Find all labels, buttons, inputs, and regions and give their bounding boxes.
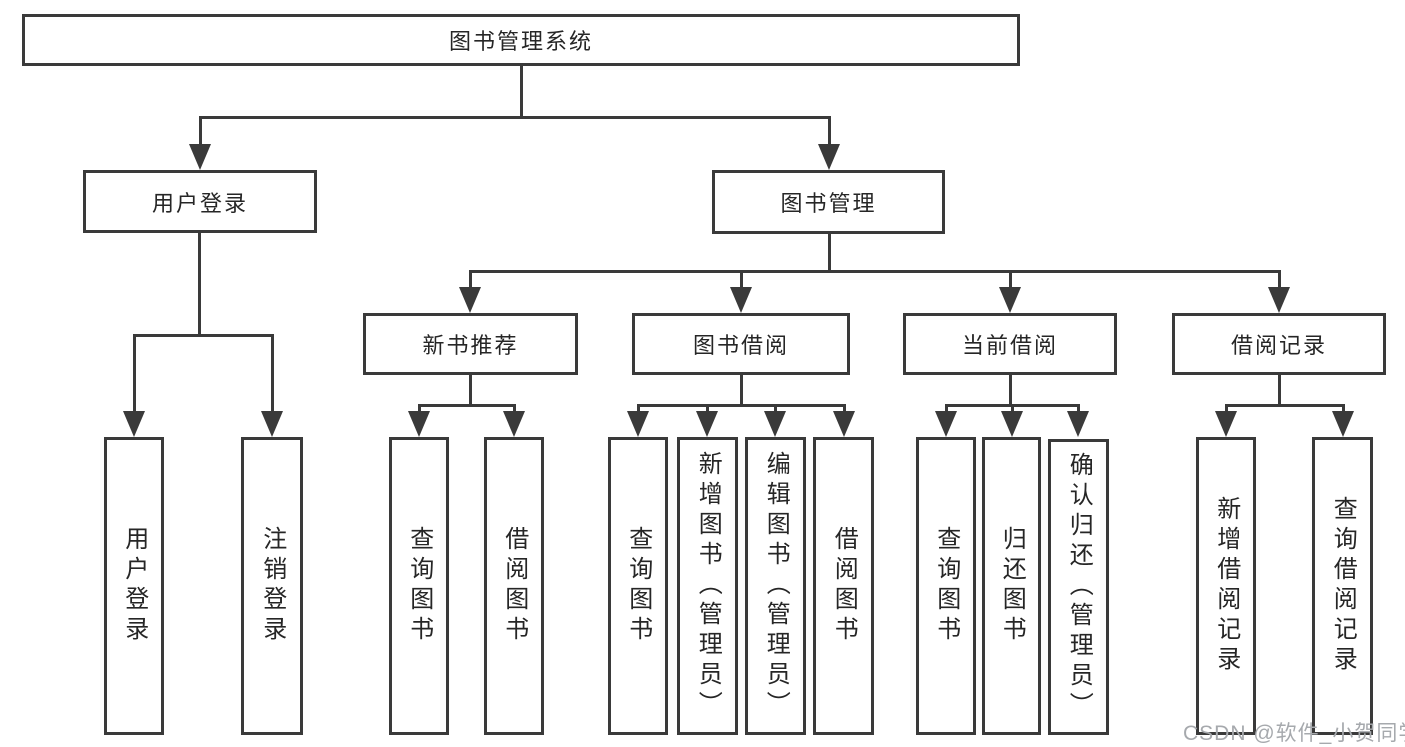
connector-drop-borrow-record: [1278, 270, 1281, 287]
leaf-borrow-borrow-book: 借阅图书: [813, 437, 874, 735]
connector-drop: [1077, 404, 1080, 411]
connector-drop: [843, 404, 846, 411]
leaf-current-query-book: 查询图书: [916, 437, 976, 735]
leaf-current-confirm-return-admin-label: 确认归还（管理员）: [1065, 452, 1093, 722]
connector-drop-user-login: [199, 116, 202, 146]
node-current-borrow-label: 当前借阅: [961, 333, 1058, 358]
connector-drop-book-borrow: [740, 270, 743, 287]
arrow-down-icon: [730, 287, 752, 313]
connector-drop: [774, 404, 777, 411]
csdn-watermark: CSDN @软件_小贺同学: [1183, 722, 1405, 745]
leaf-current-query-book-label: 查询图书: [932, 526, 960, 646]
connector-root-rail: [199, 116, 830, 119]
arrow-down-icon: [1001, 411, 1023, 437]
leaf-current-return-book: 归还图书: [982, 437, 1041, 735]
leaf-newrec-borrow-book-label: 借阅图书: [500, 526, 528, 646]
leaf-newrec-query-book-label: 查询图书: [405, 526, 433, 646]
arrow-down-icon: [764, 411, 786, 437]
node-new-book-recommend-label: 新书推荐: [422, 333, 519, 358]
connector-drop: [706, 404, 709, 411]
arrow-down-icon: [1215, 411, 1237, 437]
connector-root-stem: [520, 66, 523, 119]
connector-current-borrow-stem: [1009, 375, 1012, 406]
connector-borrow-record-rail: [1226, 404, 1343, 407]
leaf-record-query-borrow-record: 查询借阅记录: [1312, 437, 1373, 735]
node-user-login-label: 用户登录: [151, 190, 248, 216]
leaf-borrow-add-book-admin-label: 新增图书（管理员）: [694, 451, 722, 721]
connector-drop: [637, 404, 640, 411]
connector-borrow-record-stem: [1278, 375, 1281, 406]
connector-user-login-stem: [198, 233, 201, 335]
node-user-login: 用户登录: [83, 170, 317, 233]
leaf-user-login: 用户登录: [104, 437, 164, 735]
arrow-down-icon: [999, 287, 1021, 313]
node-book-borrow-label: 图书借阅: [692, 333, 789, 358]
connector-book-mgmt-rail: [470, 270, 1279, 273]
connector-drop-current-borrow: [1009, 270, 1012, 287]
connector-book-mgmt-stem: [828, 234, 831, 272]
connector-drop: [418, 404, 421, 411]
connector-drop: [1225, 404, 1228, 411]
connector-drop-new-book: [469, 270, 472, 287]
arrow-down-icon: [189, 144, 211, 170]
node-book-management: 图书管理: [712, 170, 945, 234]
connector-new-book-stem: [469, 375, 472, 406]
leaf-borrow-add-book-admin: 新增图书（管理员）: [677, 437, 738, 735]
leaf-user-login-label: 用户登录: [120, 526, 148, 646]
leaf-record-query-borrow-record-label: 查询借阅记录: [1329, 496, 1357, 676]
leaf-record-add-borrow-record-label: 新增借阅记录: [1212, 496, 1240, 676]
connector-new-book-rail: [419, 404, 514, 407]
node-borrow-record: 借阅记录: [1172, 313, 1386, 375]
connector-book-borrow-rail: [638, 404, 844, 407]
leaf-borrow-query-book-label: 查询图书: [624, 526, 652, 646]
arrow-down-icon: [833, 411, 855, 437]
connector-drop: [1011, 404, 1014, 411]
node-book-management-label: 图书管理: [780, 191, 877, 216]
leaf-current-return-book-label: 归还图书: [998, 526, 1026, 646]
connector-drop: [1342, 404, 1345, 411]
connector-drop: [513, 404, 516, 411]
arrow-down-icon: [459, 287, 481, 313]
arrow-down-icon: [1332, 411, 1354, 437]
connector-drop-book-management: [828, 116, 831, 146]
node-current-borrow: 当前借阅: [903, 313, 1117, 375]
arrow-down-icon: [935, 411, 957, 437]
node-root-system: 图书管理系统: [22, 14, 1020, 66]
leaf-record-add-borrow-record: 新增借阅记录: [1196, 437, 1256, 735]
arrow-down-icon: [696, 411, 718, 437]
arrow-down-icon: [627, 411, 649, 437]
leaf-logout-login-label: 注销登录: [258, 526, 286, 646]
connector-book-borrow-stem: [740, 375, 743, 406]
connector-drop-leaf-login: [133, 334, 136, 411]
arrow-down-icon: [408, 411, 430, 437]
leaf-logout-login: 注销登录: [241, 437, 303, 735]
arrow-down-icon: [818, 144, 840, 170]
leaf-borrow-borrow-book-label: 借阅图书: [830, 526, 858, 646]
connector-drop-leaf-logout: [271, 334, 274, 411]
arrow-down-icon: [123, 411, 145, 437]
arrow-down-icon: [1067, 411, 1089, 437]
leaf-newrec-borrow-book: 借阅图书: [484, 437, 544, 735]
node-borrow-record-label: 借阅记录: [1230, 333, 1327, 358]
connector-drop: [945, 404, 948, 411]
leaf-newrec-query-book: 查询图书: [389, 437, 449, 735]
node-new-book-recommend: 新书推荐: [363, 313, 578, 375]
connector-user-login-rail: [133, 334, 273, 337]
leaf-current-confirm-return-admin: 确认归还（管理员）: [1048, 439, 1109, 735]
arrow-down-icon: [261, 411, 283, 437]
leaf-borrow-edit-book-admin: 编辑图书（管理员）: [745, 437, 806, 735]
arrow-down-icon: [503, 411, 525, 437]
leaf-borrow-edit-book-admin-label: 编辑图书（管理员）: [762, 451, 790, 721]
node-root-label: 图书管理系统: [448, 29, 593, 54]
node-book-borrow: 图书借阅: [632, 313, 850, 375]
arrow-down-icon: [1268, 287, 1290, 313]
leaf-borrow-query-book: 查询图书: [608, 437, 668, 735]
